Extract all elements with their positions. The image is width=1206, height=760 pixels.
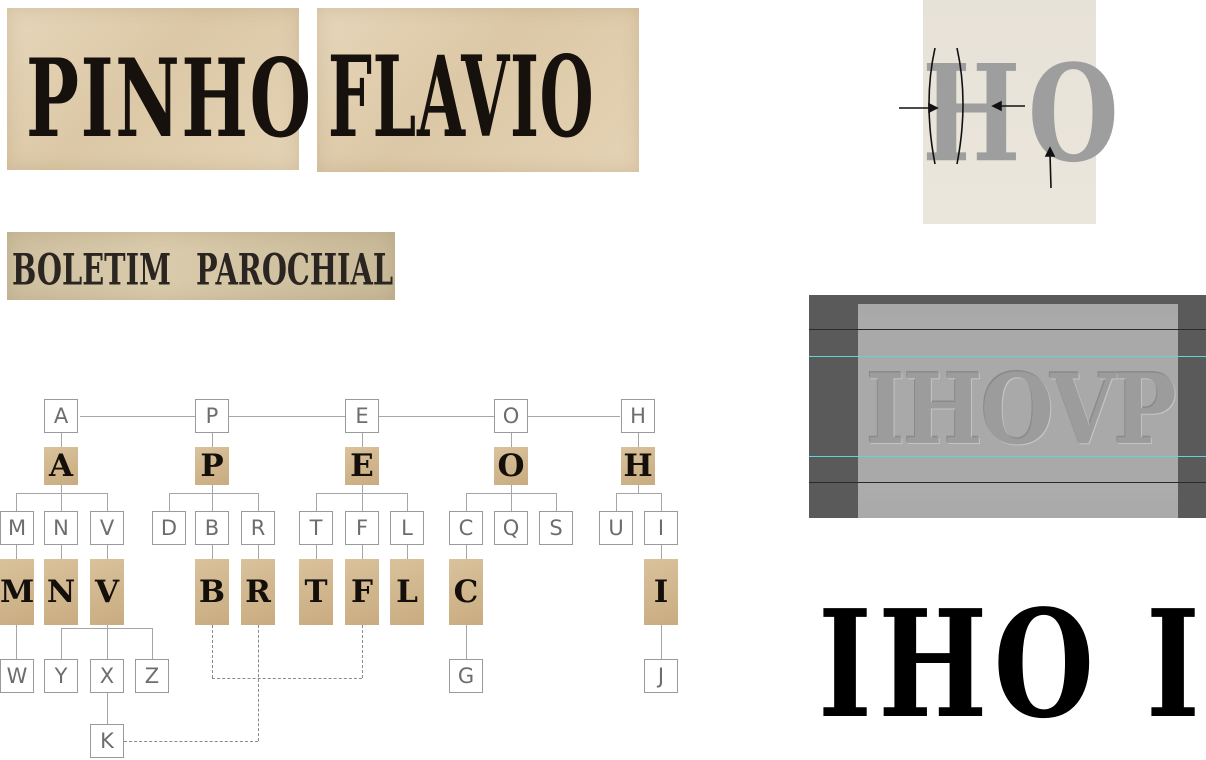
glyph-L: L: [390, 559, 424, 625]
glyph-F: F: [345, 559, 379, 625]
node-G: G: [449, 659, 483, 693]
arrow-icons: [899, 102, 1054, 188]
branch-V-X: [107, 628, 108, 659]
rendered-glyph-right: I: [1146, 590, 1200, 738]
node-I: I: [644, 511, 678, 545]
stem-I-J: [661, 625, 662, 659]
glyph-M: M: [0, 559, 34, 625]
closeup-annotations: [895, 40, 1075, 200]
glyph-I: I: [644, 559, 678, 625]
dashed-F-down: [362, 625, 363, 678]
node-C: C: [449, 511, 483, 545]
glyph-B: B: [195, 559, 229, 625]
branch-E-T: [316, 493, 317, 511]
dashed-B-F: [212, 678, 362, 679]
node-E: E: [345, 399, 379, 433]
stem-M: [16, 545, 17, 559]
stem-A: [61, 433, 62, 447]
node-T: T: [299, 511, 333, 545]
branch-H-U: [616, 493, 617, 511]
dashed-K-R: [124, 741, 258, 742]
stem-O: [511, 433, 512, 447]
branch-V-Y: [61, 628, 62, 659]
glyph-V: V: [90, 559, 124, 625]
glyph-R: R: [241, 559, 275, 625]
branch-H-I: [661, 493, 662, 511]
branch-O-C: [466, 493, 467, 511]
branch-A: [16, 493, 108, 494]
node-L: L: [390, 511, 424, 545]
branch-P-D: [169, 493, 170, 511]
sample-pinho-text: PINHO: [26, 36, 313, 162]
sample-parochial-text: PAROCHIAL: [196, 245, 393, 295]
dashed-R-down: [258, 625, 259, 741]
branch-P-B: [212, 493, 213, 511]
branch-A-M: [16, 493, 17, 511]
dashed-B-down: [212, 625, 213, 678]
node-Y: Y: [44, 659, 78, 693]
node-J: J: [644, 659, 678, 693]
node-U: U: [599, 511, 633, 545]
stem-R: [258, 545, 259, 559]
sample-flavio-text: FLAVIO: [328, 32, 594, 163]
stem-H: [638, 433, 639, 447]
branch-P: [169, 493, 259, 494]
branch-A-V: [107, 493, 108, 511]
rendered-glyphs-left: IHO: [818, 590, 1100, 738]
glyph-E: E: [345, 447, 379, 485]
branch-O-S: [556, 493, 557, 511]
branch-O-Q: [511, 493, 512, 511]
stem-I: [661, 545, 662, 559]
glyph-H: H: [621, 447, 655, 485]
glyph-T: T: [299, 559, 333, 625]
node-D: D: [152, 511, 186, 545]
glyph-A: A: [44, 447, 78, 485]
sample-boletim-text: BOLETIM: [12, 245, 171, 295]
branch-A-N: [61, 493, 62, 511]
node-Q: Q: [494, 511, 528, 545]
stem-F: [362, 545, 363, 559]
node-K: K: [90, 724, 124, 758]
stem-C-G: [466, 625, 467, 659]
glyph-N: N: [44, 559, 78, 625]
node-M: M: [0, 511, 34, 545]
stem-E: [362, 433, 363, 447]
node-W: W: [0, 659, 34, 693]
node-R: R: [241, 511, 275, 545]
stem-N: [61, 545, 62, 559]
stem-B: [212, 545, 213, 559]
node-X: X: [90, 659, 124, 693]
node-S: S: [539, 511, 573, 545]
node-H: H: [621, 399, 655, 433]
node-F: F: [345, 511, 379, 545]
glyph-O: O: [494, 447, 528, 485]
branch-P-R: [258, 493, 259, 511]
stem-T: [316, 545, 317, 559]
scan-band-bottom: [809, 482, 1206, 483]
node-Z: Z: [135, 659, 169, 693]
stem-L: [407, 545, 408, 559]
node-V: V: [90, 511, 124, 545]
glyph-P: P: [195, 447, 229, 485]
node-B: B: [195, 511, 229, 545]
branch-H-stem: [638, 485, 639, 494]
branch-V-Z: [152, 628, 153, 659]
node-A: A: [44, 399, 78, 433]
node-P: P: [195, 399, 229, 433]
stem-C: [466, 545, 467, 559]
branch-H: [616, 493, 662, 494]
stem-M-W: [16, 625, 17, 659]
glyph-C: C: [449, 559, 483, 625]
stem-V: [107, 545, 108, 559]
node-O: O: [494, 399, 528, 433]
stem-P: [212, 433, 213, 447]
branch-E-L: [407, 493, 408, 511]
stem-X-K: [107, 693, 108, 724]
scan-text: IHOVP: [866, 352, 1175, 466]
node-N: N: [44, 511, 78, 545]
branch-E-F: [362, 493, 363, 511]
